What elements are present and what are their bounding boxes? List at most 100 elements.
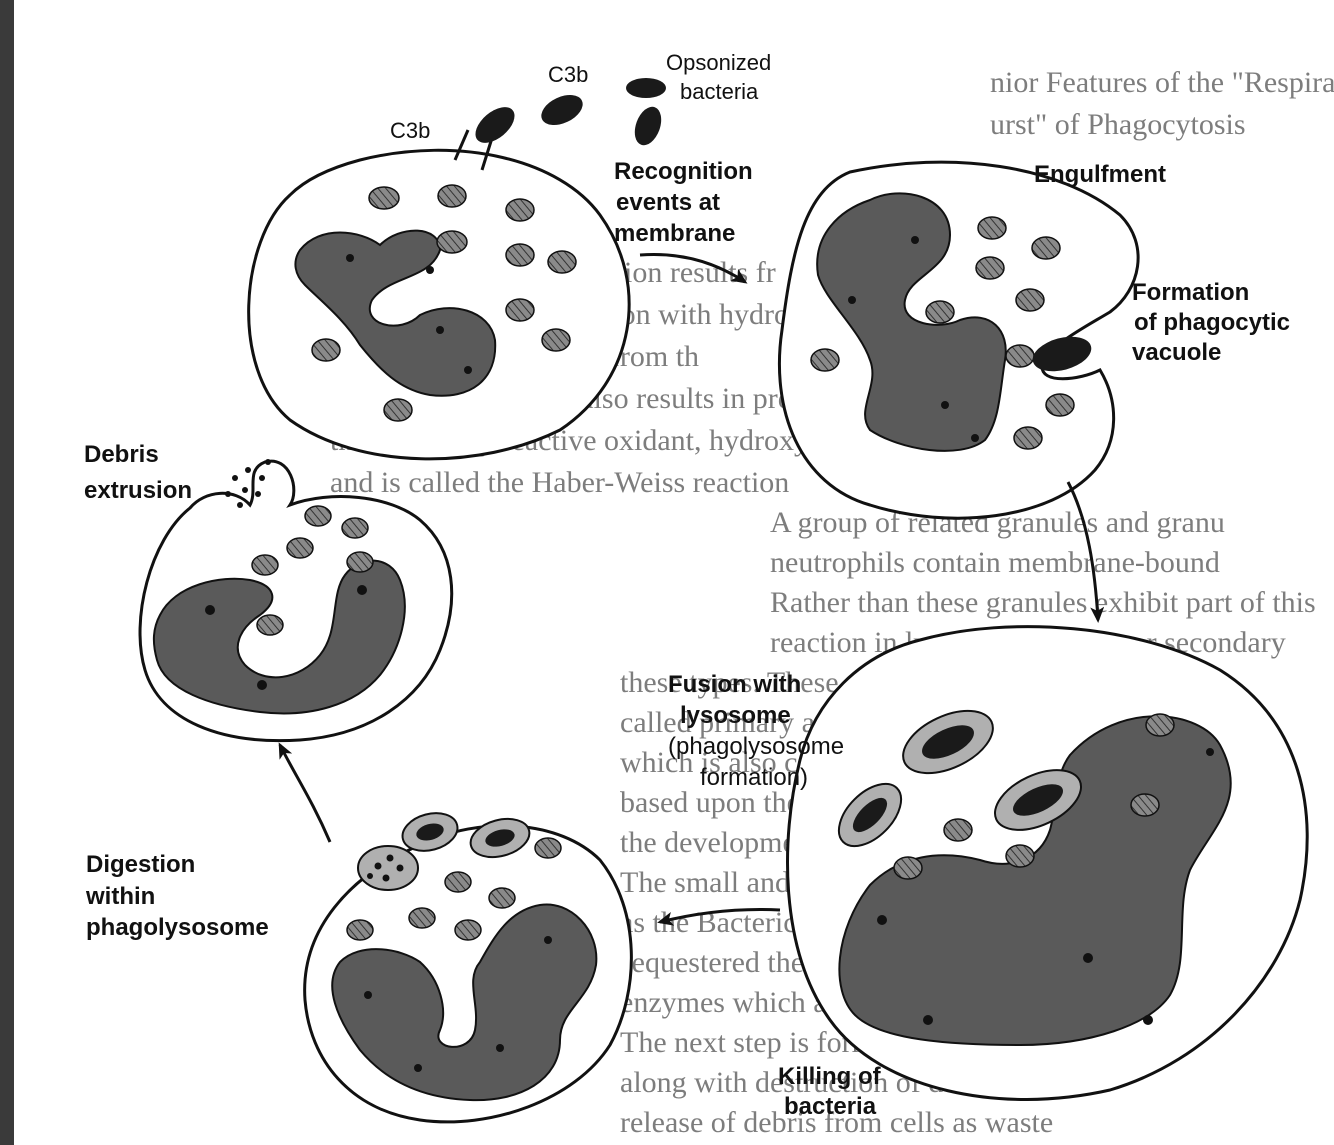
granule [287, 538, 313, 558]
debris-dot [225, 491, 231, 497]
granule [384, 399, 412, 421]
granule [257, 615, 283, 635]
label-killing-2: bacteria [784, 1093, 877, 1120]
chromatin-dot [923, 1015, 933, 1025]
granule [1131, 794, 1159, 816]
label-c3b-receptor: C3b [390, 118, 430, 143]
chromatin-dot [1083, 953, 1093, 963]
chromatin-dot [877, 915, 887, 925]
granule [1014, 427, 1042, 449]
label-opsonized-2: bacteria [680, 79, 759, 104]
granule [506, 299, 534, 321]
page-edge [0, 0, 14, 1145]
label-fusion-4: formation) [700, 764, 808, 791]
chromatin-dot [971, 434, 979, 442]
debris-dot [387, 855, 394, 862]
granule [944, 819, 972, 841]
granule [409, 908, 435, 928]
label-digestion-2: within [85, 883, 155, 910]
granule [1046, 394, 1074, 416]
label-recognition-3: membrane [614, 220, 735, 247]
phagolysosome-digesting [358, 846, 418, 890]
chromatin-dot [848, 296, 856, 304]
label-debris-1: Debris [84, 441, 159, 468]
chromatin-dot [496, 1044, 504, 1052]
granule [548, 251, 576, 273]
label-recognition-2: events at [616, 189, 720, 216]
granule [1016, 289, 1044, 311]
chromatin-dot [1143, 1015, 1153, 1025]
cell-digestion [305, 807, 632, 1122]
debris-dot [245, 467, 251, 473]
label-formation-3: vacuole [1132, 339, 1221, 366]
bacterium [469, 100, 521, 149]
chromatin-dot [346, 254, 354, 262]
granule [542, 329, 570, 351]
bg-line: and is called the Haber-Weiss reaction [330, 466, 789, 499]
granule [976, 257, 1004, 279]
label-formation-2: of phagocytic [1134, 309, 1290, 336]
bacterium [626, 78, 666, 98]
chromatin-dot [1206, 748, 1214, 756]
bg-line: nior Features of the "Respirator [990, 66, 1334, 99]
chromatin-dot [941, 401, 949, 409]
bg-line: neutrophils contain membrane-bound [770, 546, 1220, 579]
granule [305, 506, 331, 526]
bg-line: Rather than these granules exhibit part … [770, 586, 1316, 619]
label-fusion-2: lysosome [680, 702, 791, 729]
chromatin-dot [436, 326, 444, 334]
chromatin-dot [364, 991, 372, 999]
granule [894, 857, 922, 879]
granule [489, 888, 515, 908]
debris-dot [255, 491, 261, 497]
cell-engulfment [779, 162, 1138, 518]
chromatin-dot [426, 266, 434, 274]
granule [978, 217, 1006, 239]
chromatin-dot [464, 366, 472, 374]
granule [1006, 345, 1034, 367]
debris-dot [232, 475, 238, 481]
cell-killing [788, 627, 1308, 1100]
debris-dot [259, 475, 265, 481]
debris-dot [375, 863, 382, 870]
chromatin-dot [911, 236, 919, 244]
bacterium [630, 103, 666, 149]
label-fusion-1: Fusion with [668, 671, 801, 698]
granule [347, 920, 373, 940]
label-recognition-1: Recognition [614, 158, 753, 185]
granule [252, 555, 278, 575]
debris-dot [265, 459, 271, 465]
granule [437, 231, 467, 253]
granule [445, 872, 471, 892]
bg-line: urst" of Phagocytosis [990, 108, 1246, 141]
debris-dot [242, 487, 248, 493]
granule [811, 349, 839, 371]
label-killing-1: Killing of [778, 1063, 882, 1090]
granule [438, 185, 466, 207]
chromatin-dot [357, 585, 367, 595]
granule [312, 339, 340, 361]
label-formation-1: Formation [1132, 279, 1249, 306]
label-engulfment: Engulfment [1034, 161, 1166, 188]
label-fusion-3: (phagolysosome [668, 733, 844, 760]
label-c3b-bacteria: C3b [548, 62, 588, 87]
chromatin-dot [257, 680, 267, 690]
chromatin-dot [205, 605, 215, 615]
granule [342, 518, 368, 538]
granule [926, 301, 954, 323]
granule [535, 838, 561, 858]
debris-dot [383, 875, 390, 882]
label-debris-2: extrusion [84, 477, 192, 504]
debris-dot [237, 502, 243, 508]
arrow-digestion-to-extrusion [280, 745, 330, 842]
granule [347, 552, 373, 572]
debris-dot [367, 873, 373, 879]
granule [455, 920, 481, 940]
debris-dot [397, 865, 404, 872]
granule [506, 199, 534, 221]
granule [369, 187, 399, 209]
label-digestion-3: phagolysosome [86, 914, 269, 941]
granule [506, 244, 534, 266]
